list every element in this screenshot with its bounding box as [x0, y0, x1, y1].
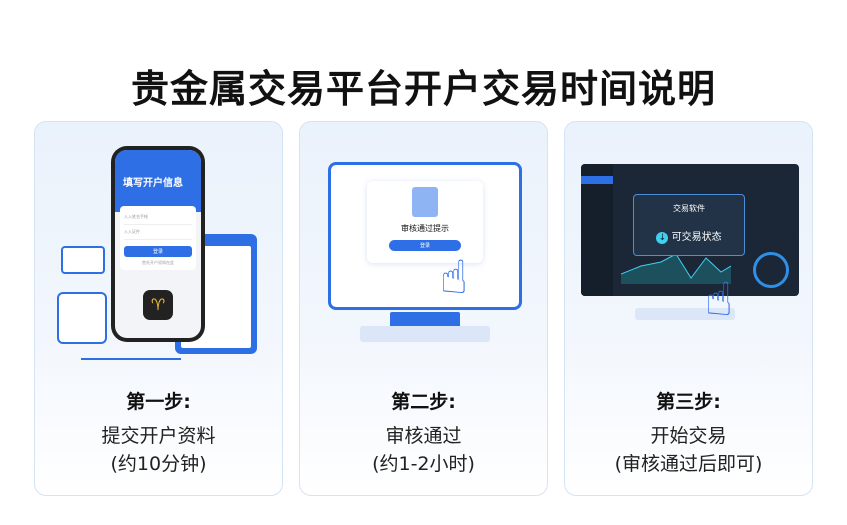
step-duration: (约10分钟)	[110, 453, 207, 475]
login-button[interactable]: 登录	[124, 246, 192, 257]
hand-icon: ☝	[440, 250, 469, 304]
name-field[interactable]: 入入姓名手帐	[124, 210, 192, 225]
monitor: 审核通过提示 登录	[328, 162, 522, 310]
step-text: 审核通过	[385, 425, 462, 447]
step-text: 开始交易	[650, 425, 727, 447]
step-card-3: 交易软件 ↓ 可交易状态 ☝ 第三步: 开始交易 (审核通过后即可)	[564, 121, 813, 496]
step-heading: 第三步:	[656, 391, 721, 413]
notice-link[interactable]: 首先开户须知在此	[142, 260, 174, 265]
document-icon	[412, 187, 438, 217]
phone-header: 填写开户信息	[115, 150, 201, 212]
keyboard	[360, 326, 490, 342]
step-heading: 第一步:	[126, 391, 191, 413]
id-field[interactable]: 入入证件	[124, 225, 192, 240]
popup-title: 交易软件	[673, 204, 705, 213]
area-chart	[621, 253, 731, 284]
login-button[interactable]: 登录	[389, 240, 461, 251]
step-heading: 第二步:	[391, 391, 456, 413]
checklist-icon	[57, 292, 107, 344]
keyboard	[635, 308, 735, 320]
trading-dashboard: 交易软件 ↓ 可交易状态	[581, 164, 799, 296]
step-card-2: 审核通过提示 登录 ☝ 第二步: 审核通过 (约1-2小时)	[299, 121, 548, 496]
app-logo: ♈	[143, 290, 173, 320]
step-duration: (审核通过后即可)	[614, 453, 763, 475]
dialog-title: 审核通过提示	[401, 224, 449, 233]
trade-status: ↓ 可交易状态	[634, 228, 744, 244]
page-title: 贵金属交易平台开户交易时间说明	[130, 67, 716, 111]
hand-icon: ☝	[705, 272, 734, 326]
download-icon: ↓	[656, 232, 669, 244]
chat-bubble-icon	[61, 246, 105, 274]
step-card-1: 填写开户信息 入入姓名手帐 入入证件 登录 首先开户须知在此 ♈ 第一步: 提交…	[34, 121, 283, 496]
step-duration: (约1-2小时)	[372, 453, 475, 475]
phone: 填写开户信息 入入姓名手帐 入入证件 登录 首先开户须知在此 ♈	[111, 146, 205, 342]
step-text: 提交开户资料	[101, 425, 216, 447]
